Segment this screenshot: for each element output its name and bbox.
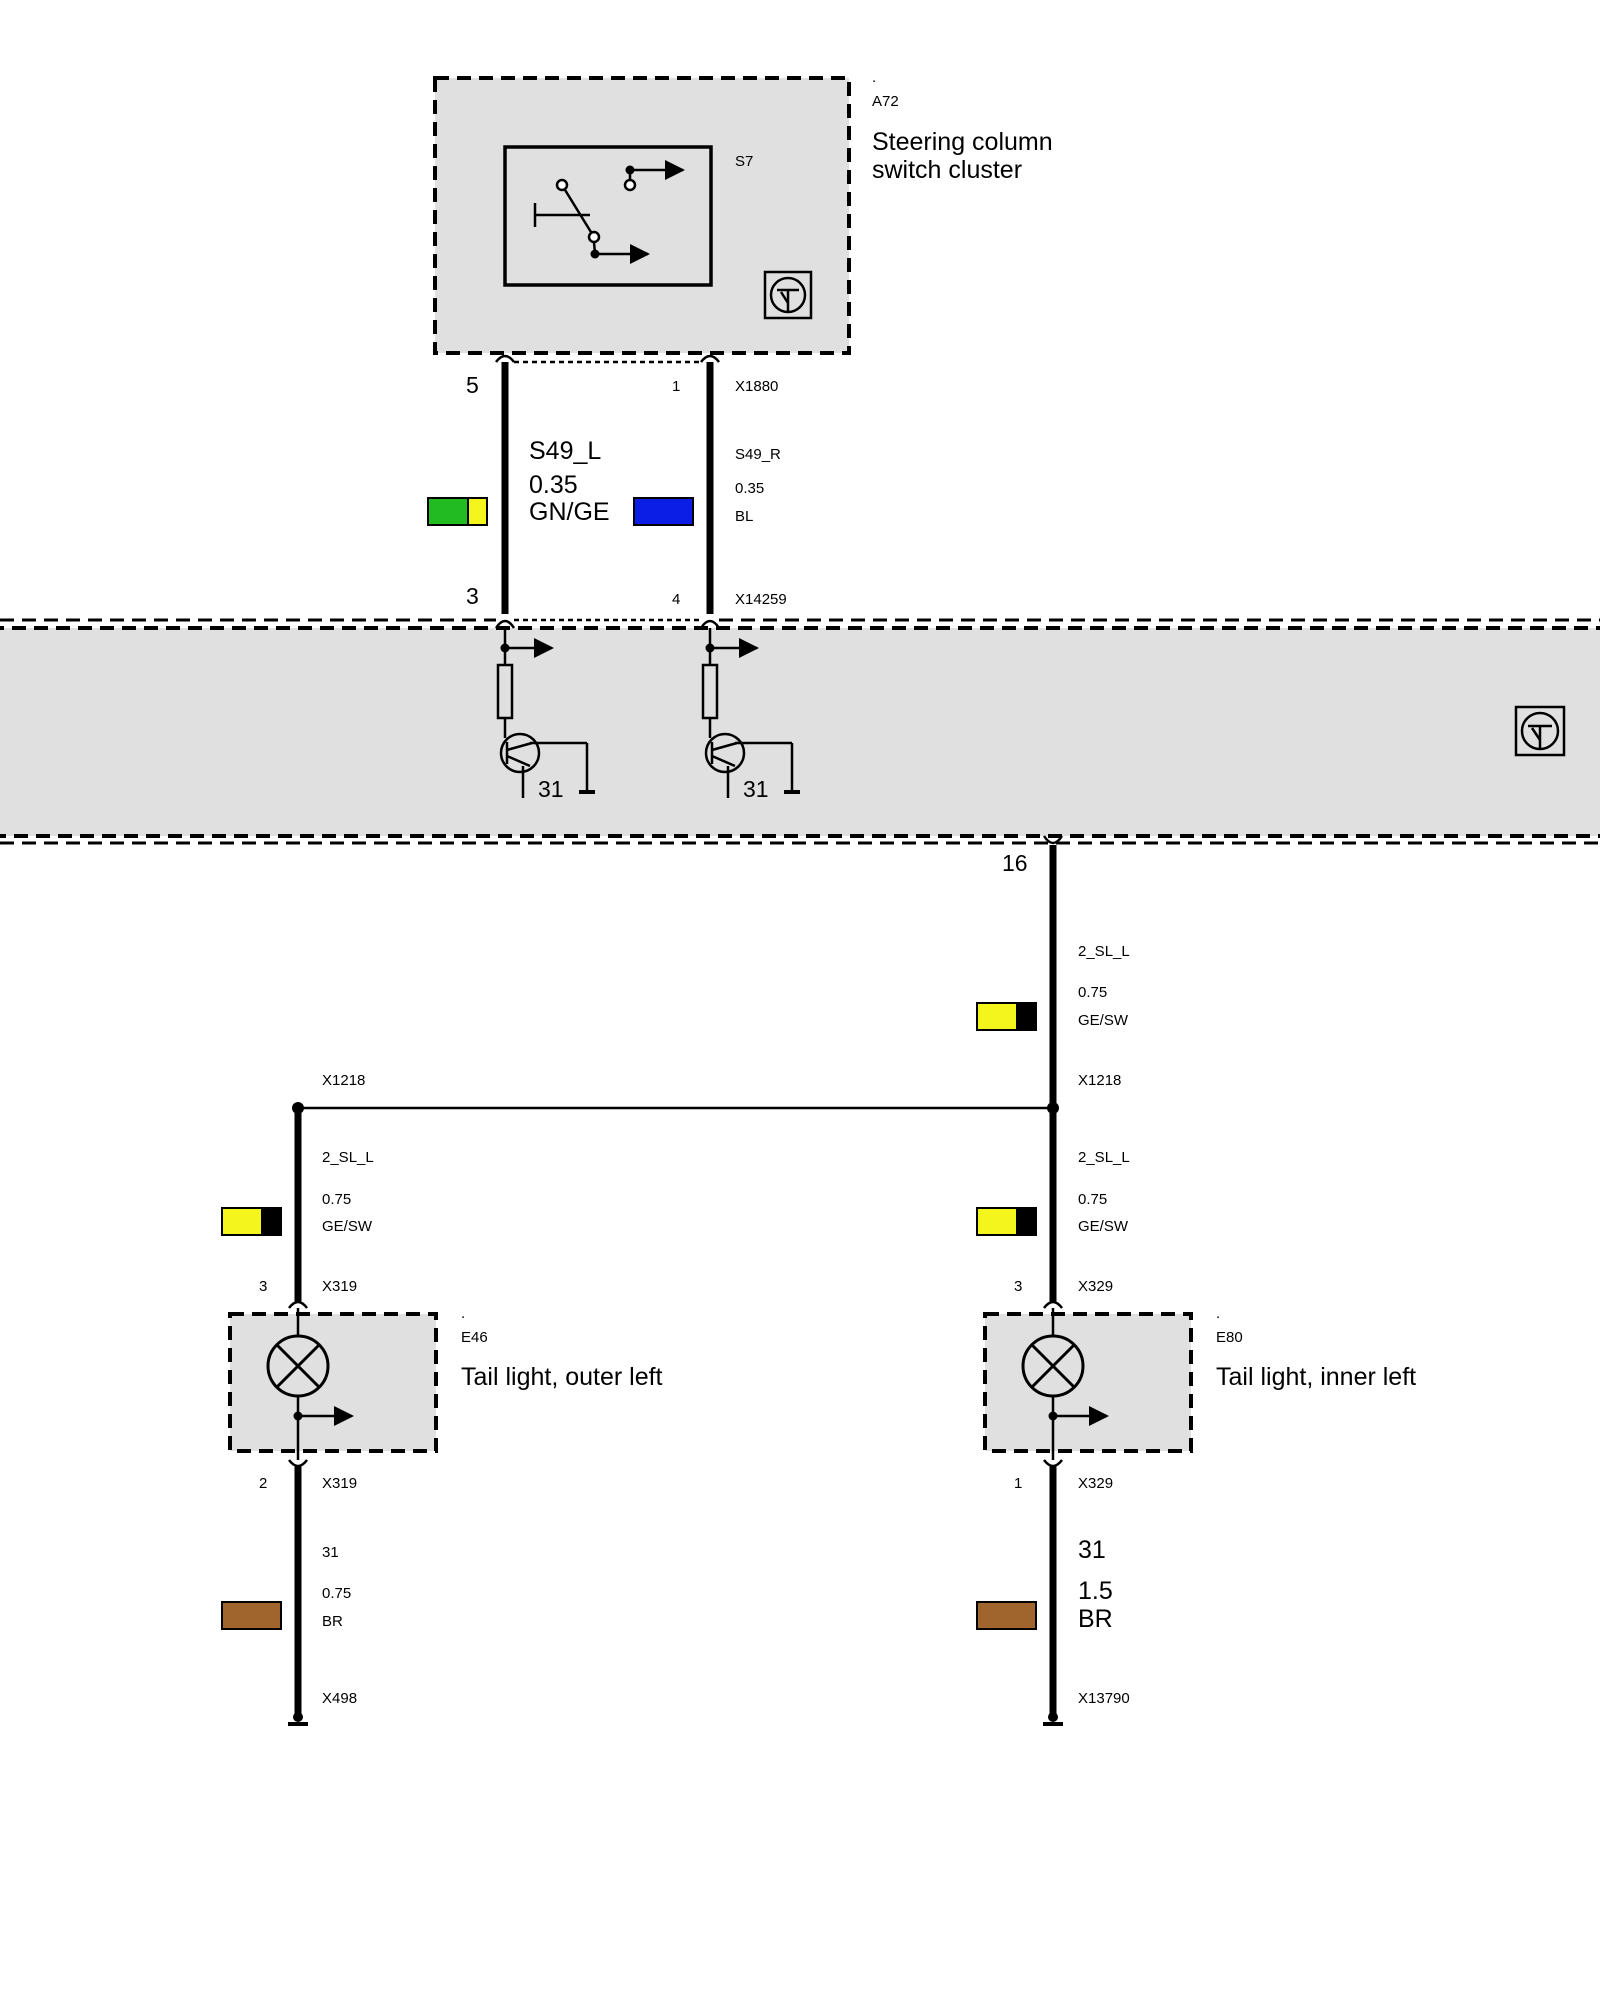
right-pin-in: 3 <box>1014 1278 1022 1295</box>
x14259-left-pin: 3 <box>466 583 479 609</box>
splice-right-id: X1218 <box>1078 1072 1121 1089</box>
right-feed-color: GE/SW <box>1078 1218 1129 1235</box>
a72-name-line2: switch cluster <box>872 156 1022 184</box>
right-ground-id: X13790 <box>1078 1690 1130 1707</box>
right-pin-out: 1 <box>1014 1475 1022 1492</box>
right-ground-color: BR <box>1078 1605 1113 1633</box>
s49-r-size: 0.35 <box>735 480 764 497</box>
s49-r-name: S49_R <box>735 446 781 463</box>
left-feed-swatch-stripe <box>261 1207 282 1236</box>
x1880-id: X1880 <box>735 378 778 395</box>
e46-dot: . <box>461 1305 465 1322</box>
e46-name: Tail light, outer left <box>461 1363 663 1391</box>
output-swatch-main <box>976 1002 1018 1031</box>
lamp-e46[interactable]: . E46 Tail light, outer left <box>228 1305 663 1460</box>
left-conn-out: X319 <box>322 1475 357 1492</box>
driver-right: 31 <box>701 628 800 802</box>
e46-id: E46 <box>461 1329 488 1346</box>
left-feed-swatch-main <box>221 1207 263 1236</box>
controller-module[interactable]: 31 31 <box>0 618 1600 845</box>
splice-x1218: X1218 X1218 <box>292 1072 1121 1114</box>
s49-l-color: GN/GE <box>529 498 610 526</box>
left-feed-name: 2_SL_L <box>322 1149 374 1166</box>
driver-right-ground: 31 <box>743 776 769 802</box>
s49-l-swatch-stripe <box>467 497 488 526</box>
right-ground-point <box>1048 1712 1058 1722</box>
right-feed-size: 0.75 <box>1078 1191 1107 1208</box>
splice-left-id: X1218 <box>322 1072 365 1089</box>
left-pin-out: 2 <box>259 1475 267 1492</box>
left-conn-in: X319 <box>322 1278 357 1295</box>
left-ground-swatch <box>221 1601 282 1630</box>
right-conn-in: X329 <box>1078 1278 1113 1295</box>
right-ground-wire: 31 <box>1078 1536 1106 1564</box>
s49-l-name: S49_L <box>529 437 601 465</box>
electronic-module-icon <box>763 270 813 320</box>
output-wire-color: GE/SW <box>1078 1012 1129 1029</box>
a72-dot: . <box>872 69 876 86</box>
s49-l-swatch-main <box>427 497 469 526</box>
lamp-e80[interactable]: . E80 Tail light, inner left <box>983 1305 1416 1460</box>
x1880-right-pin: 1 <box>672 378 680 395</box>
left-ground-point <box>293 1712 303 1722</box>
left-pin-in: 3 <box>259 1278 267 1295</box>
right-ground-size: 1.5 <box>1078 1577 1113 1605</box>
left-feed-size: 0.75 <box>322 1191 351 1208</box>
connector-x14259: 3 4 X14259 <box>466 583 787 622</box>
x14259-id: X14259 <box>735 591 787 608</box>
a72-id: A72 <box>872 93 899 110</box>
output-wire-name: 2_SL_L <box>1078 943 1130 960</box>
left-ground-id: X498 <box>322 1690 357 1707</box>
controller-module-icon <box>1514 705 1566 757</box>
right-conn-out: X329 <box>1078 1475 1113 1492</box>
right-feed-swatch-stripe <box>1016 1207 1037 1236</box>
output-pin: 16 <box>1002 850 1028 876</box>
left-ground-wire: 31 <box>322 1544 339 1561</box>
switch-id: S7 <box>735 153 753 170</box>
s49-r-swatch <box>633 497 694 526</box>
e80-id: E80 <box>1216 1329 1243 1346</box>
s49-r-color: BL <box>735 508 753 525</box>
left-ground-color: BR <box>322 1613 343 1630</box>
left-ground-size: 0.75 <box>322 1585 351 1602</box>
right-feed-name: 2_SL_L <box>1078 1149 1130 1166</box>
x14259-right-pin: 4 <box>672 591 680 608</box>
e80-name: Tail light, inner left <box>1216 1363 1416 1391</box>
module-a72[interactable]: . A72 Steering column switch cluster S7 <box>433 69 1053 355</box>
driver-left-ground: 31 <box>538 776 564 802</box>
wire-s49-l-label: S49_L 0.35 GN/GE <box>427 437 610 526</box>
left-feed-color: GE/SW <box>322 1218 373 1235</box>
wire-s49-r-label: S49_R 0.35 BL <box>633 446 781 526</box>
s49-l-size: 0.35 <box>529 471 578 499</box>
connector-x1880: 5 1 X1880 <box>466 354 778 398</box>
right-ground-swatch <box>976 1601 1037 1630</box>
switch-s7 <box>503 145 713 287</box>
output-wire-size: 0.75 <box>1078 984 1107 1001</box>
wire-output-label: 2_SL_L 0.75 GE/SW <box>976 943 1130 1031</box>
x1880-left-pin: 5 <box>466 372 479 398</box>
driver-left: 31 <box>496 628 595 802</box>
a72-name-line1: Steering column <box>872 128 1053 156</box>
branch-left: 2_SL_L 0.75 GE/SW 3 X319 . E46 Tail ligh… <box>221 1108 663 1726</box>
right-feed-swatch-main <box>976 1207 1018 1236</box>
e80-dot: . <box>1216 1305 1220 1322</box>
output-swatch-stripe <box>1016 1002 1037 1031</box>
branch-right: 2_SL_L 0.75 GE/SW 3 X329 . E80 Tail ligh… <box>976 1108 1416 1726</box>
